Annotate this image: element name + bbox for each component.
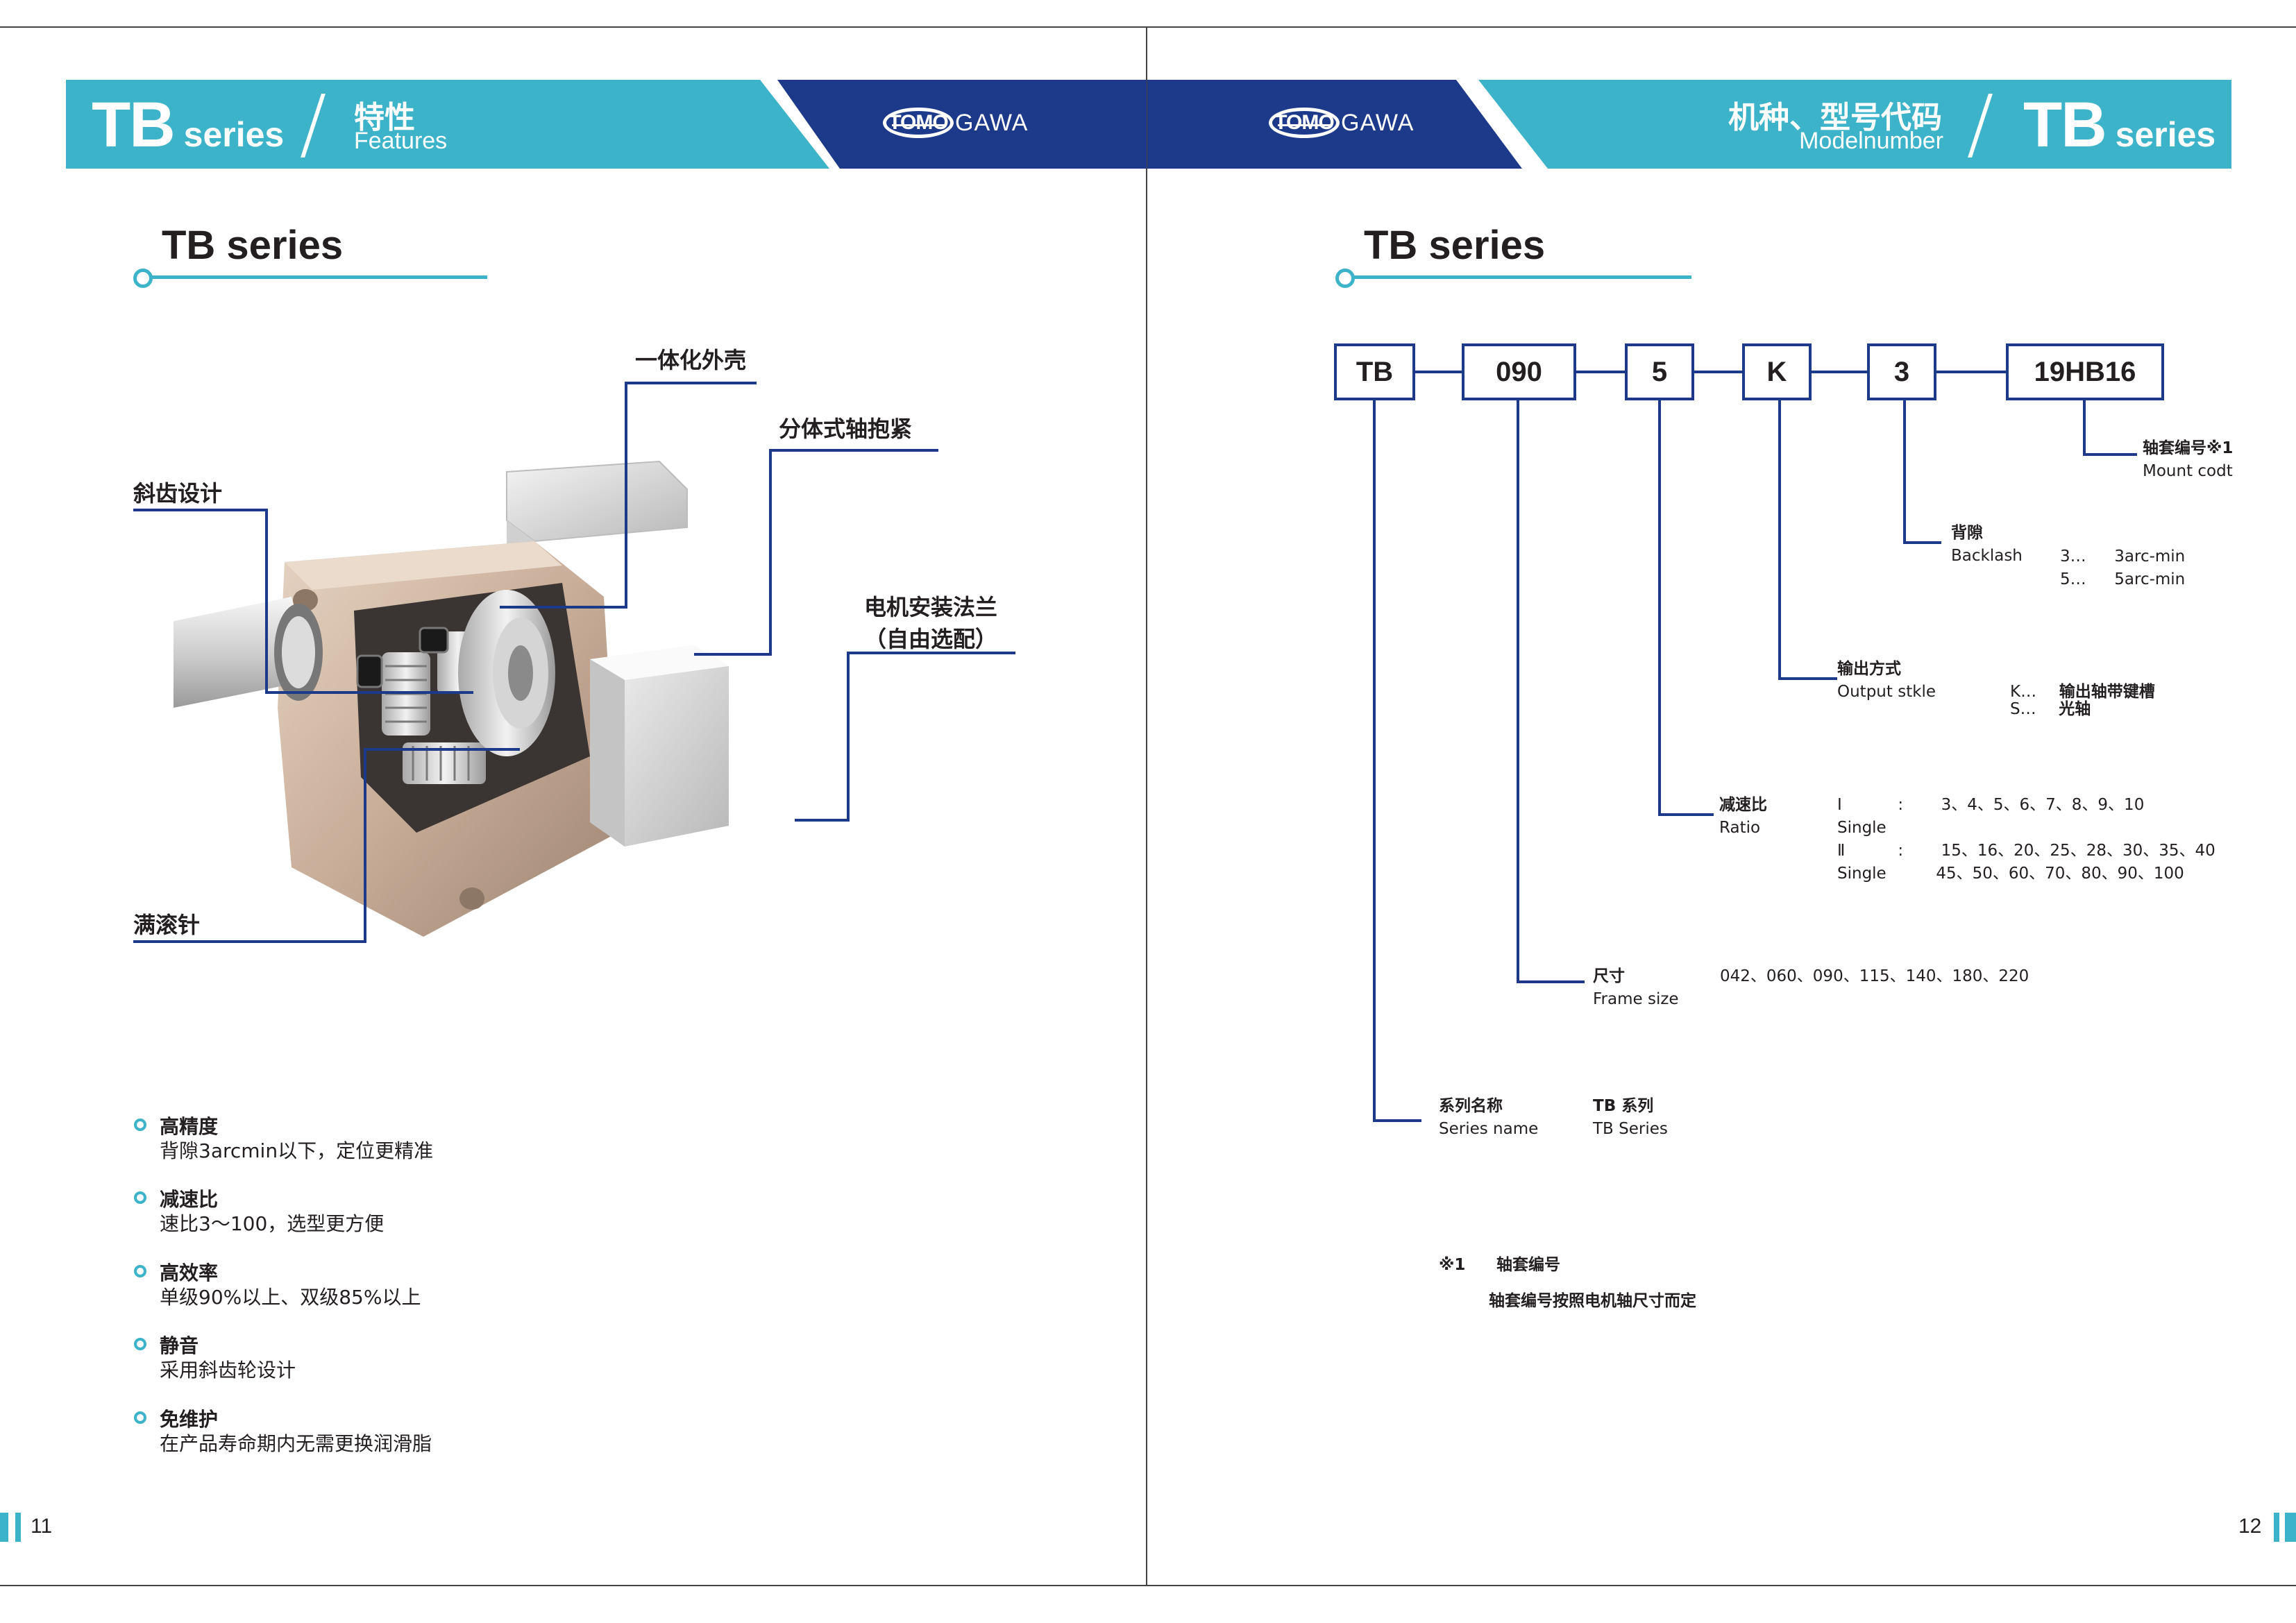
left-header-band [66, 80, 829, 169]
tomogawa-logo-right: TOMO GAWA [1269, 108, 1414, 138]
callout-line-helical [133, 509, 268, 511]
feature-bullet [134, 1265, 146, 1277]
logo-text: GAWA [1341, 109, 1415, 136]
logo-badge: TOMO [1269, 108, 1340, 138]
center-fold [1146, 26, 1147, 1586]
top-border [0, 26, 2296, 28]
ratio-single-1: Single [1837, 819, 1886, 837]
callout-flange: 电机安装法兰 （自由选配） [864, 594, 998, 652]
right-header-band [1478, 80, 2231, 169]
footnote: ※1 轴套编号 [1439, 1256, 1560, 1274]
feature-desc: 背隙3arcmin以下，定位更精准 [160, 1139, 434, 1162]
section-bullet [1335, 269, 1355, 288]
page-title-cn: 特性 [354, 100, 415, 135]
feature-bullet [134, 1119, 146, 1131]
feature-desc: 采用斜齿轮设计 [160, 1359, 296, 1382]
leader-backlash [1903, 400, 1906, 544]
box-connector [1694, 371, 1742, 373]
code-box-mount: 19HB16 [2006, 343, 2164, 400]
ratio-stage-2: Ⅱ : 15、16、20、25、28、30、35、40 [1837, 842, 2215, 860]
callout-needle: 满滚针 [133, 912, 201, 938]
series-word: series [183, 115, 285, 154]
ratio-label: 减速比 Ratio [1719, 796, 1767, 837]
backlash-option-1: 3… 3arc-min [2060, 547, 2186, 566]
feature-bullet [134, 1338, 146, 1350]
callout-line-housing [625, 382, 757, 384]
box-connector [1812, 371, 1867, 373]
page-title-cn: 机种、型号代码 [1728, 100, 1942, 135]
output-option-1: K… 输出轴带键槽 [2010, 683, 2155, 701]
tomogawa-logo: TOMO GAWA [883, 108, 1028, 138]
code-box-frame: 090 [1462, 343, 1576, 400]
logo-badge: TOMO [883, 108, 954, 138]
series-word: series [2115, 115, 2216, 154]
page-number-mark [2274, 1513, 2279, 1542]
leader-ratio [1658, 400, 1661, 816]
callout-helical: 斜齿设计 [133, 480, 223, 507]
left-header-logo-band [777, 80, 1147, 169]
page-number-mark [0, 1513, 8, 1542]
ratio-single-2: Single 45、50、60、70、80、90、100 [1837, 865, 2184, 883]
series-code: TB [2023, 90, 2107, 160]
code-box-ratio: 5 [1625, 343, 1694, 400]
frame-size-values: 042、060、090、115、140、180、220 [1720, 967, 2029, 985]
output-option-2: S… 光轴 [2010, 700, 2091, 718]
mount-label: 轴套编号※1 Mount codt [2143, 439, 2234, 480]
feature-title: 静音 [160, 1334, 199, 1357]
page-title-en: Features [354, 128, 448, 154]
gearbox-cutaway-image [174, 460, 729, 937]
leader-frame [1517, 400, 1519, 983]
code-box-backlash: 3 [1867, 343, 1936, 400]
page-title-en: Modelnumber [1799, 128, 1943, 154]
section-title: TB series [1364, 223, 1546, 268]
callout-line-clamp [769, 449, 938, 452]
bottom-border [0, 1585, 2296, 1586]
feature-bullet [134, 1411, 146, 1424]
feature-desc: 在产品寿命期内无需更换润滑脂 [160, 1432, 432, 1455]
feature-desc: 单级90%以上、双级85%以上 [160, 1286, 421, 1309]
series-name-label: 系列名称 Series name [1439, 1097, 1539, 1138]
box-connector [1576, 371, 1625, 373]
feature-bullet [134, 1191, 146, 1204]
feature-title: 高精度 [160, 1115, 219, 1138]
page-number: 11 [31, 1515, 53, 1538]
callout-clamp: 分体式轴抱紧 [779, 416, 913, 442]
backlash-option-2: 5… 5arc-min [2060, 570, 2186, 588]
feature-desc: 速比3～100，选型更方便 [160, 1212, 385, 1235]
logo-text: GAWA [955, 109, 1029, 136]
feature-title: 高效率 [160, 1261, 219, 1284]
ratio-stage-1: Ⅰ : 3、4、5、6、7、8、9、10 [1837, 796, 2145, 814]
output-label: 输出方式 Output stkle [1837, 660, 1936, 701]
section-bullet [133, 269, 153, 288]
leader-series [1373, 400, 1376, 1122]
callout-line-needle [133, 940, 366, 943]
section-title: TB series [162, 223, 344, 268]
page-number-mark [2285, 1513, 2296, 1542]
box-connector [1415, 371, 1462, 373]
frame-size-label: 尺寸 Frame size [1593, 967, 1679, 1008]
backlash-label: 背隙 Backlash [1951, 524, 2023, 565]
feature-title: 免维护 [160, 1408, 219, 1431]
section-underline [142, 275, 487, 279]
callout-line-flange [847, 652, 1015, 654]
feature-title: 减速比 [160, 1188, 219, 1211]
callout-housing: 一体化外壳 [635, 347, 747, 373]
series-name-values: TB 系列 TB Series [1593, 1097, 1668, 1138]
box-connector [1936, 371, 2006, 373]
series-code: TB [92, 90, 176, 160]
footnote-desc: 轴套编号按照电机轴尺寸而定 [1489, 1292, 1696, 1310]
page-number-mark [15, 1513, 21, 1542]
page-number: 12 [2238, 1515, 2262, 1538]
section-underline [1344, 275, 1691, 279]
leader-mount [2083, 400, 2086, 456]
code-box-output: K [1742, 343, 1812, 400]
code-box-series: TB [1334, 343, 1415, 400]
leader-output [1778, 400, 1781, 680]
